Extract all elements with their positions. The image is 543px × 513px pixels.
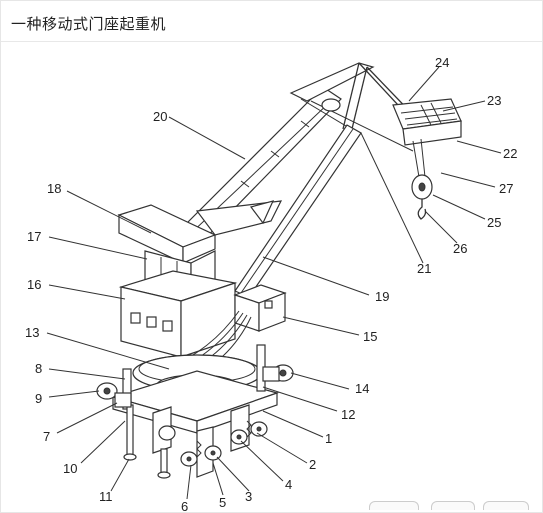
travel-motors — [96, 364, 294, 441]
callout-27: 27 — [499, 181, 513, 196]
callout-5: 5 — [219, 495, 226, 510]
callout-16: 16 — [27, 277, 41, 292]
callout-25: 25 — [487, 215, 501, 230]
callout-26: 26 — [453, 241, 467, 256]
page-title: 一种移动式门座起重机 — [11, 15, 167, 33]
callout-13: 13 — [25, 325, 39, 340]
electric-box — [233, 284, 287, 332]
callout-3: 3 — [245, 489, 252, 504]
callout-10: 10 — [63, 461, 77, 476]
callout-19: 19 — [375, 289, 389, 304]
callout-7: 7 — [43, 429, 50, 444]
callout-15: 15 — [363, 329, 377, 344]
machinery-house — [118, 270, 238, 358]
callout-24: 24 — [435, 55, 449, 70]
callout-11: 11 — [99, 489, 113, 504]
callout-23: 23 — [487, 93, 501, 108]
outrigger-legs — [122, 344, 266, 479]
callout-18: 18 — [47, 181, 61, 196]
title-divider — [1, 41, 542, 42]
callout-8: 8 — [35, 361, 42, 376]
viewer-control-right[interactable] — [483, 501, 529, 510]
callout-22: 22 — [503, 146, 517, 161]
callout-1: 1 — [325, 431, 332, 446]
callout-2: 2 — [309, 457, 316, 472]
operator-cab — [117, 200, 283, 264]
callout-12: 12 — [341, 407, 355, 422]
callout-14: 14 — [355, 381, 369, 396]
callout-21: 21 — [417, 261, 431, 276]
leader-lines — [46, 66, 502, 500]
wheel-set — [180, 420, 268, 467]
callout-labels: 1 2 3 4 5 6 7 8 9 10 11 12 13 14 15 16 1… — [25, 55, 517, 512]
callout-4: 4 — [285, 477, 292, 492]
callout-17: 17 — [27, 229, 41, 244]
trolley-box — [392, 98, 462, 146]
viewer-control-left[interactable] — [369, 501, 419, 510]
hook-block — [411, 138, 433, 220]
callout-20: 20 — [153, 109, 167, 124]
viewer-control-middle[interactable] — [431, 501, 475, 510]
callout-9: 9 — [35, 391, 42, 406]
callout-6: 6 — [181, 499, 188, 512]
